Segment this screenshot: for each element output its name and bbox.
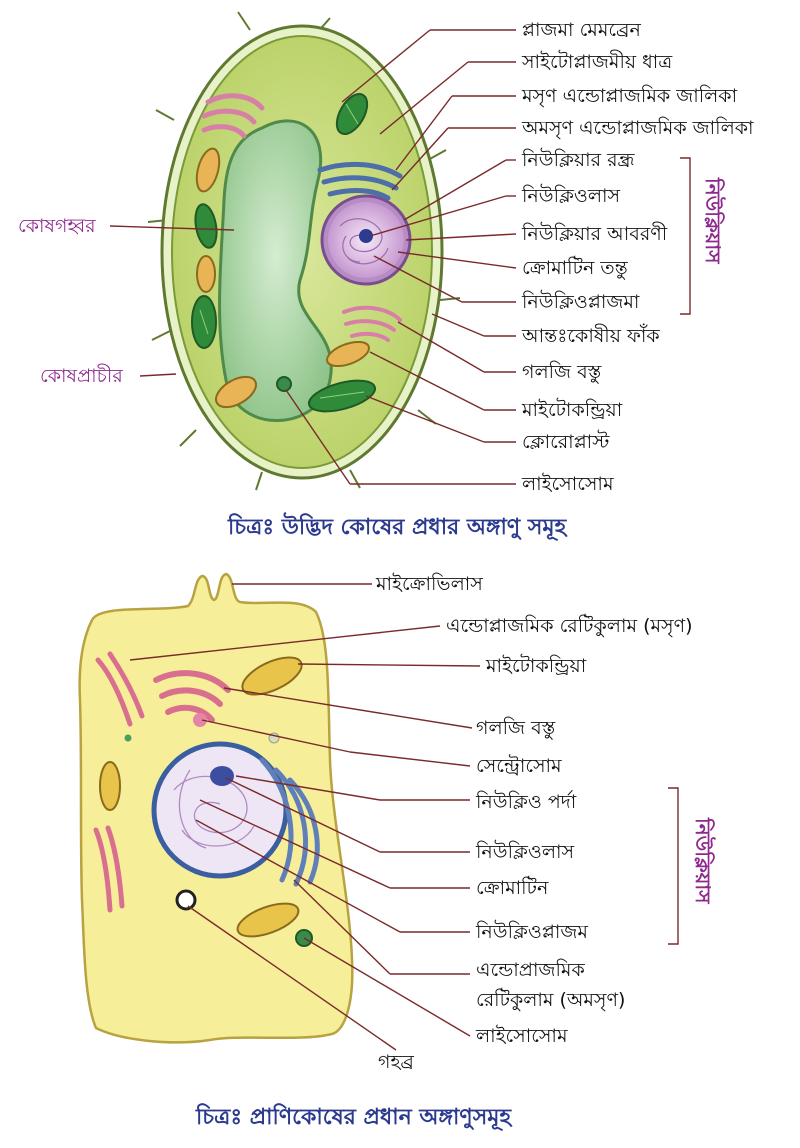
label-microvilli: মাইক্রোভিলাস bbox=[376, 573, 483, 595]
label-centrosome: সেন্ট্রোসোম bbox=[476, 755, 562, 777]
label-chromatin-fiber: ক্রোমাটিন তন্তু bbox=[522, 257, 628, 279]
lysosome-plant bbox=[276, 376, 292, 392]
label-rough-er-animal-line1: এন্ডোপ্রাজমিক bbox=[476, 959, 585, 981]
label-nucleoplasm-animal: নিউক্লিওপ্লাজম bbox=[476, 921, 588, 943]
label-chloroplast: ক্লোরোপ্লাস্ট bbox=[522, 431, 610, 453]
mitochondria-plant bbox=[195, 147, 370, 409]
label-nuclear-pore: নিউক্লিয়ার রন্ধ্র bbox=[522, 149, 635, 171]
label-plant-nucleus-group: নিউক্লিয়াস bbox=[701, 178, 725, 264]
label-lysosome-animal: লাইসোসোম bbox=[476, 1025, 568, 1047]
plant-nucleus-bracket bbox=[680, 157, 691, 315]
nucleolus bbox=[359, 229, 373, 243]
chromatin-threads bbox=[339, 218, 389, 265]
label-chromatin-animal: ক্রোমাটিন bbox=[476, 877, 549, 899]
label-animal-nucleus-group: নিউক্লিয়াস bbox=[691, 818, 715, 904]
label-cell-wall: কোষপ্রাচীর bbox=[40, 365, 123, 387]
label-plasma-membrane: প্লাজমা মেমব্রেন bbox=[522, 19, 641, 41]
mitochondria-animal bbox=[99, 656, 303, 938]
golgi-plant bbox=[317, 161, 403, 201]
label-nucleolus-animal: নিউক্লিওলাস bbox=[476, 841, 575, 863]
plant-leader-lines bbox=[109, 29, 517, 485]
label-rough-er: অমসৃণ এন্ডোপ্লাজমিক জালিকা bbox=[522, 117, 754, 139]
label-vacuole: কোষগহ্বর bbox=[18, 215, 96, 237]
label-lysosome: লাইসোসোম bbox=[522, 473, 614, 495]
smooth-er-animal bbox=[93, 651, 145, 913]
vacuole bbox=[218, 119, 333, 422]
label-nuclear-envelope: নিউক্লিয়ার আবরণী bbox=[522, 223, 668, 245]
vesicle bbox=[193, 713, 207, 727]
label-rough-er-animal-line2: রেটিকুলাম (অমসৃণ) bbox=[476, 989, 626, 1011]
plant-caption: চিত্রঃ উদ্ভিদ কোষের প্রধার অঙ্গাণু সমূহ bbox=[228, 515, 567, 540]
animal-nucleolus bbox=[210, 766, 234, 786]
rough-er-plant bbox=[201, 93, 265, 139]
label-nucleolus: নিউক্লিওলাস bbox=[522, 185, 621, 207]
rough-er-animal bbox=[259, 757, 320, 887]
label-mitochondria-animal: মাইটোকন্ড্রিয়া bbox=[486, 655, 587, 677]
label-vacuole-animal: গহব্র bbox=[378, 1051, 414, 1073]
animal-leader-lines bbox=[129, 583, 481, 1051]
animal-nucleus-bracket bbox=[668, 787, 679, 945]
label-nucleoplasm: নিউক্লিওপ্লাজমা bbox=[522, 291, 640, 313]
chloroplasts bbox=[191, 93, 377, 413]
vacuole-animal bbox=[175, 889, 197, 911]
label-cytoplasmic-matrix: সাইটোপ্লাজমীয় ধাত্র bbox=[522, 51, 673, 73]
plant-cell bbox=[109, 11, 691, 491]
animal-cell bbox=[78, 572, 679, 1051]
label-golgi: গলজি বস্তু bbox=[522, 361, 602, 383]
small-granule bbox=[124, 734, 132, 742]
label-intercellular-space: আন্তঃকোষীয় ফাঁক bbox=[522, 325, 660, 347]
label-golgi-animal: গলজি বস্তু bbox=[476, 717, 556, 739]
label-mitochondria: মাইটোকন্ড্রিয়া bbox=[522, 399, 623, 421]
animal-caption: চিত্রঃ প্রাণিকোষের প্রধান অঙ্গাণুসমূহ bbox=[196, 1105, 512, 1130]
label-smooth-er: মসৃণ এন্ডোপ্লাজমিক জালিকা bbox=[522, 85, 738, 107]
animal-chromatin bbox=[173, 769, 255, 849]
label-smooth-er-animal: এন্ডোপ্লাজমিক রেটিকুলাম (মসৃণ) bbox=[446, 615, 693, 637]
label-nuclear-membrane: নিউক্লিও পর্দা bbox=[476, 791, 577, 813]
chloroplast-grana bbox=[199, 103, 365, 399]
golgi-animal bbox=[153, 670, 231, 723]
golgi-plant-lower bbox=[342, 305, 402, 342]
